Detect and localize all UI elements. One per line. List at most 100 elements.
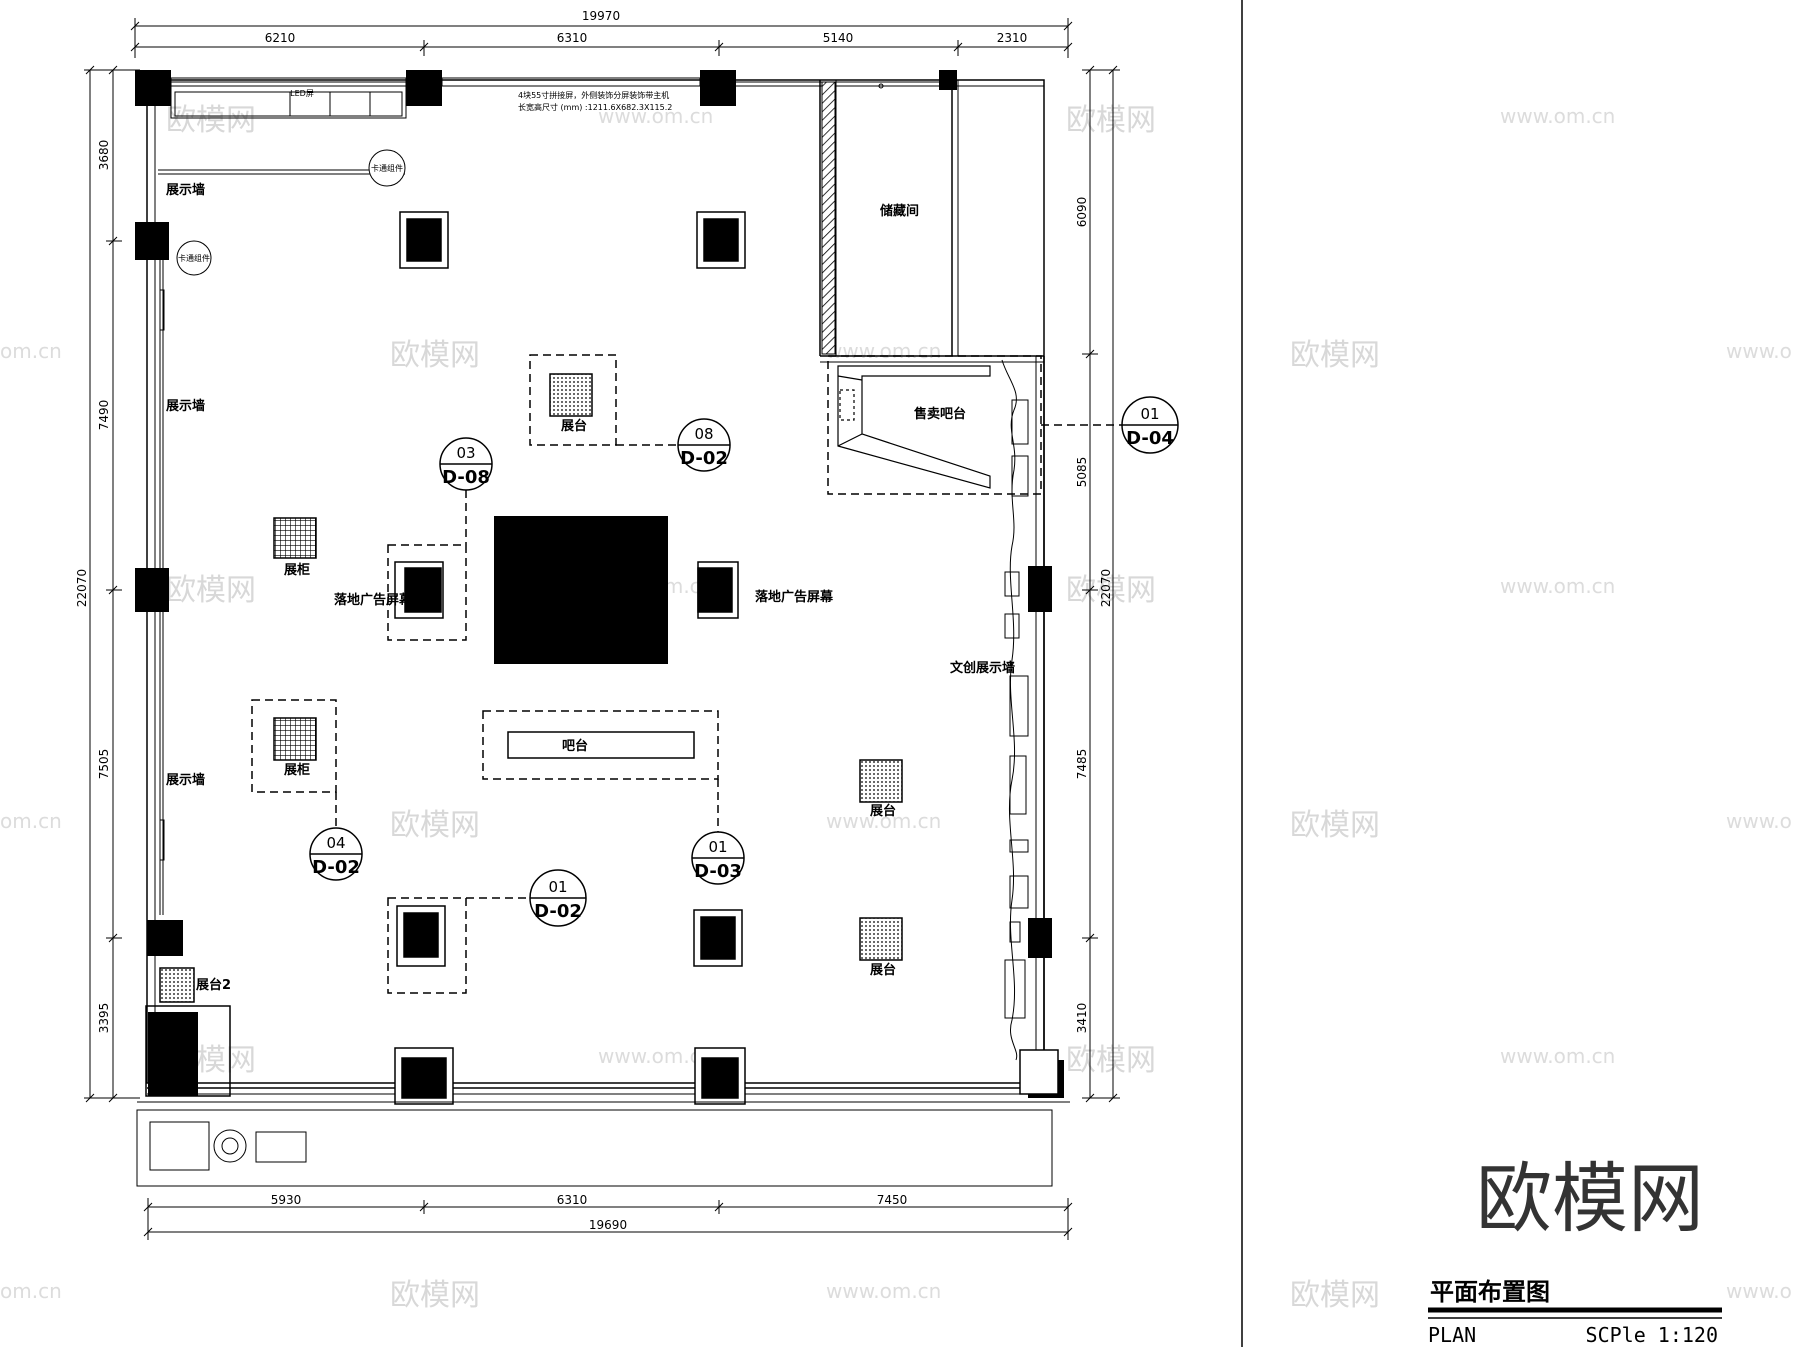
cartoon-element-2 xyxy=(176,240,212,276)
bottom-dimensions xyxy=(143,1198,1073,1240)
led-screen-label: LED屏 xyxy=(290,89,314,98)
dim-right-4: 3410 xyxy=(1075,1003,1089,1034)
svg-text:D-02: D-02 xyxy=(312,857,360,878)
svg-text:D-02: D-02 xyxy=(680,448,728,469)
watermark-url: om.cn xyxy=(0,809,62,833)
scale-label: SCPle 1:120 xyxy=(1586,1323,1718,1347)
dashed-zones xyxy=(251,354,1042,994)
exterior-strip xyxy=(136,1101,1070,1187)
watermark-url: www.o xyxy=(1726,809,1792,833)
central-block xyxy=(494,516,668,664)
svg-text:D-03: D-03 xyxy=(694,861,742,882)
watermark-url: www.om.cn xyxy=(1500,574,1615,598)
watermark-url: www.om.cn xyxy=(826,809,941,833)
watermark-url: www.om.cn xyxy=(1500,1044,1615,1068)
detail-callout-03-D08: 03 D-08 xyxy=(439,437,493,491)
top-dimensions xyxy=(130,18,1073,58)
dim-top-total: 19970 xyxy=(582,9,620,23)
left-dimensions xyxy=(84,65,140,1103)
detail-callout-04-D02: 04 D-02 xyxy=(309,827,363,881)
display-wall-label-3: 展示墙 xyxy=(166,772,205,788)
dim-top-1: 6210 xyxy=(265,31,296,45)
detail-callout-01-D04: 01 D-04 xyxy=(1121,396,1179,454)
svg-text:03: 03 xyxy=(456,444,475,462)
watermark-text: 欧模网 xyxy=(1066,1043,1156,1078)
svg-text:D-02: D-02 xyxy=(534,901,582,922)
watermark-url: www.om.cn xyxy=(826,1279,941,1303)
bar-label: 吧台 xyxy=(562,738,588,754)
svg-text:01: 01 xyxy=(548,878,567,896)
dim-right-2: 5085 xyxy=(1075,457,1089,488)
dim-right-total: 22070 xyxy=(1099,569,1113,607)
callout-leaders xyxy=(335,424,1122,899)
led-note-1: 4块55寸拼接屏，外侧装饰分屏装饰带主机 xyxy=(518,90,669,100)
cartoon-element-1-label: 卡通组件 xyxy=(371,163,403,173)
dim-bottom-2: 6310 xyxy=(557,1193,588,1207)
left-display-walls xyxy=(158,169,405,915)
watermark-url: www.o xyxy=(1726,339,1792,363)
watermark-text: 欧模网 xyxy=(1290,338,1380,373)
dim-left-2: 7490 xyxy=(97,400,111,431)
cartoon-element-1 xyxy=(368,149,406,187)
watermark-text: 欧模网 xyxy=(390,338,480,373)
watermark-url: www.om.cn xyxy=(826,339,941,363)
dim-left-total: 22070 xyxy=(75,569,89,607)
watermark-url: www.om.cn xyxy=(598,104,713,128)
storage-label: 储藏间 xyxy=(879,203,919,219)
dim-bottom-3: 7450 xyxy=(877,1193,908,1207)
dim-top-2: 6310 xyxy=(557,31,588,45)
watermark-url: www.om.cn xyxy=(598,1044,713,1068)
sales-bar-label: 售卖吧台 xyxy=(914,406,966,422)
display-units xyxy=(394,211,1059,1105)
watermark-text: 欧模网 xyxy=(166,103,256,138)
dim-left-4: 3395 xyxy=(97,1003,111,1034)
cabinets xyxy=(273,517,317,761)
detail-callout-01-D03: 01 D-03 xyxy=(691,831,745,885)
storage-hatched-wall xyxy=(821,81,836,355)
dim-top-3: 5140 xyxy=(823,31,854,45)
platform-label-top: 展台 xyxy=(561,418,587,434)
watermark-text: 欧模网 xyxy=(390,808,480,843)
ad-screen-label-left: 落地广告屏幕 xyxy=(334,592,413,608)
ad-screen-label-right: 落地广告屏幕 xyxy=(755,589,834,605)
cabinet-label-1: 展柜 xyxy=(284,562,310,578)
watermark-text: 欧模网 xyxy=(1066,103,1156,138)
platforms xyxy=(159,373,903,1003)
platform-label-right-1: 展台 xyxy=(870,803,896,819)
led-note-2: 长宽高尺寸 (mm) :1211.6X682.3X115.2 xyxy=(518,102,672,112)
sales-bar xyxy=(837,365,991,489)
cultural-wall-label: 文创展示墙 xyxy=(950,660,1015,676)
cartoon-element-2-label: 卡通组件 xyxy=(178,253,210,263)
platform-2-label: 展台2 xyxy=(196,977,231,993)
svg-text:08: 08 xyxy=(694,425,713,443)
dim-left-1: 3680 xyxy=(97,140,111,171)
svg-text:D-04: D-04 xyxy=(1126,428,1174,449)
dim-bottom-total: 19690 xyxy=(589,1218,627,1232)
watermark-url: www.o xyxy=(1726,1279,1792,1303)
svg-text:04: 04 xyxy=(326,834,345,852)
cultural-display-wall xyxy=(1001,359,1029,1061)
watermarks: 欧模网 欧模网 欧模网 欧模网 欧模网 欧模网 欧模网 欧模网 欧模网 欧模网 … xyxy=(0,103,1792,1313)
dim-right-1: 6090 xyxy=(1075,197,1089,228)
watermark-url: om.cn xyxy=(0,339,62,363)
right-dimensions xyxy=(1082,65,1120,1103)
bar-counter xyxy=(507,731,695,759)
platform-label-right-2: 展台 xyxy=(870,962,896,978)
cabinet-label-2: 展柜 xyxy=(284,762,310,778)
drawing-title: 平面布置图 xyxy=(1430,1278,1550,1306)
watermark-url: www.om.cn xyxy=(1500,104,1615,128)
dim-right-3: 7485 xyxy=(1075,749,1089,780)
dim-left-3: 7505 xyxy=(97,749,111,780)
dim-top-4: 2310 xyxy=(997,31,1028,45)
svg-text:01: 01 xyxy=(708,838,727,856)
detail-callout-08-D02: 08 D-02 xyxy=(677,418,731,472)
detail-callout-01-D02: 01 D-02 xyxy=(529,869,587,927)
watermark-text: 欧模网 xyxy=(390,1278,480,1313)
svg-text:D-08: D-08 xyxy=(442,467,490,488)
plan-label: PLAN xyxy=(1428,1323,1476,1347)
display-wall-label-1: 展示墙 xyxy=(166,182,205,198)
watermark-text: 欧模网 xyxy=(1290,1278,1380,1313)
display-wall-label-2: 展示墙 xyxy=(166,398,205,414)
top-led-display xyxy=(170,77,940,119)
watermark-text: 欧模网 xyxy=(1066,573,1156,608)
